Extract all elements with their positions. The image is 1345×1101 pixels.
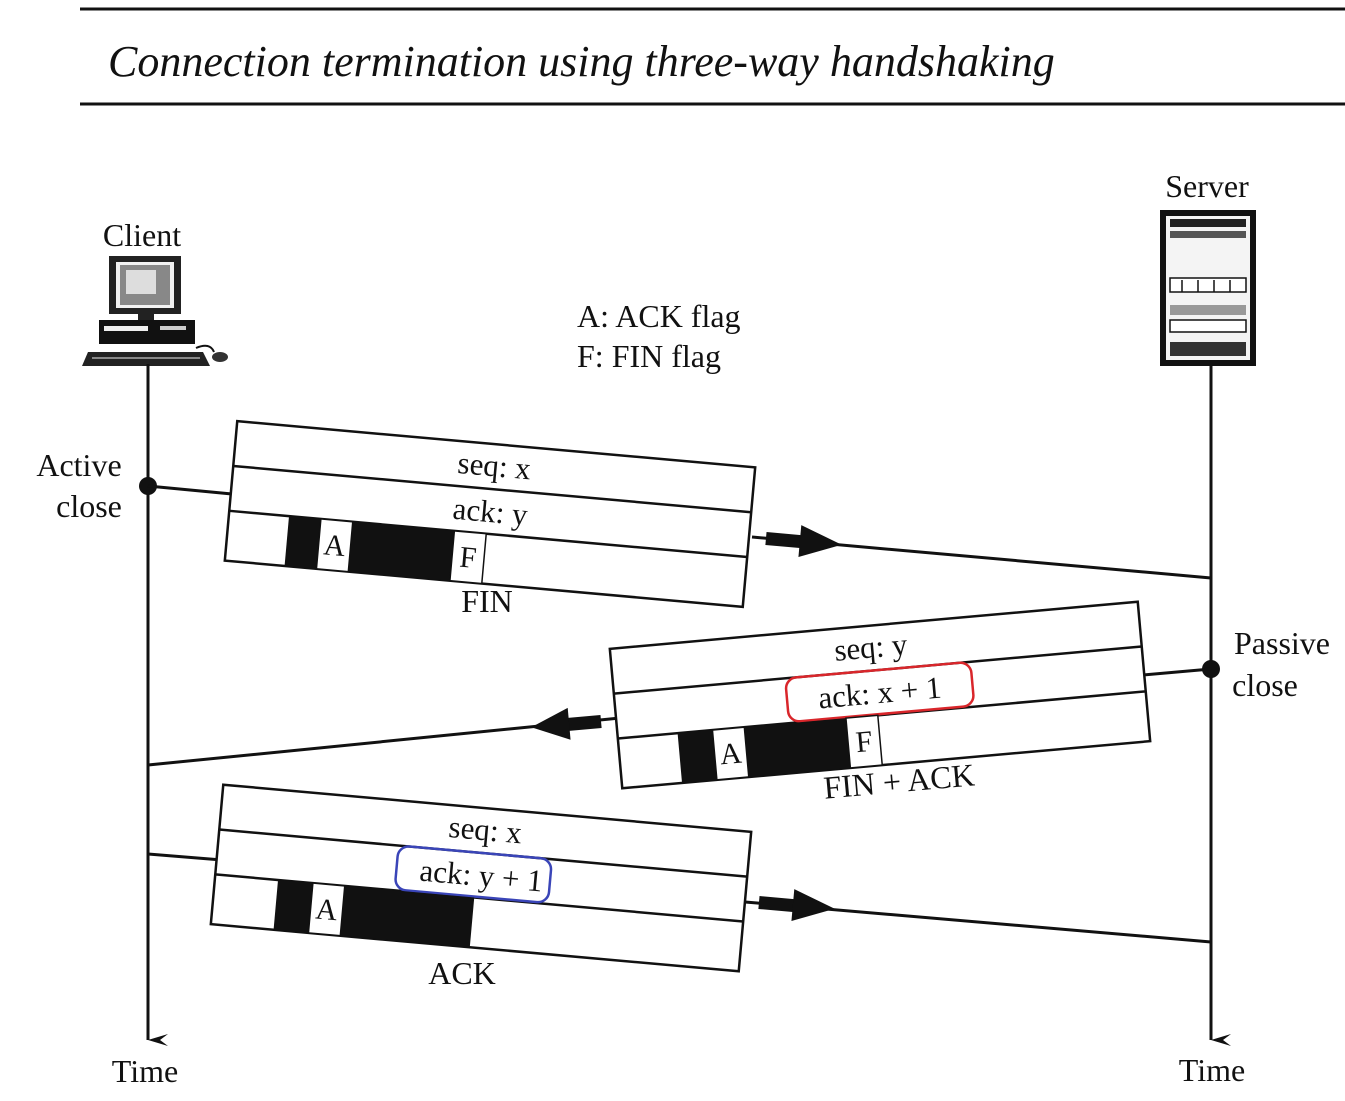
- active-close-label: close: [56, 488, 122, 524]
- ack-segment: seq: x ack: y + 1 A ACK: [147, 783, 1212, 991]
- passive-close-label: close: [1232, 667, 1298, 703]
- ack-message-line: [147, 852, 223, 862]
- fin-ack-segment-box: seq: y ack: x + 1 A F: [608, 600, 1152, 790]
- page-title: Connection termination using three-way h…: [108, 37, 1055, 86]
- fin-segment: seq: x ack: y A F FIN: [147, 419, 1212, 619]
- passive-close-label: Passive: [1234, 625, 1330, 661]
- fin-message-line: [147, 484, 233, 496]
- fin-ack-segment: seq: y ack: x + 1 A F FIN + ACK: [147, 600, 1212, 806]
- fin-ack-ack-flag: A: [718, 737, 743, 772]
- fin-ack-fin-flag: F: [854, 725, 874, 759]
- ack-direction-arrow: [758, 889, 835, 921]
- fin-ack-flag: A: [322, 528, 347, 563]
- legend-ack-flag: A: ACK flag: [577, 298, 741, 334]
- client-label: Client: [103, 217, 181, 253]
- ack-segment-box: seq: x ack: y + 1 A: [209, 783, 753, 973]
- active-close-label: Active: [36, 447, 121, 483]
- fin-ack-field: ack: y: [451, 491, 529, 533]
- server-icon: [1160, 210, 1256, 366]
- fin-ack-direction-arrow: [531, 707, 602, 740]
- fin-direction-arrow: [765, 525, 842, 557]
- server-time-label: Time: [1179, 1052, 1245, 1088]
- legend-fin-flag: F: FIN flag: [577, 338, 721, 374]
- ack-ack-highlight: [394, 845, 553, 904]
- ack-segment-name: ACK: [428, 955, 496, 991]
- fin-fin-flag: F: [458, 541, 478, 575]
- fin-segment-name: FIN: [461, 583, 513, 619]
- server-label: Server: [1165, 168, 1249, 204]
- ack-ack-flag: A: [314, 892, 339, 927]
- client-time-label: Time: [112, 1053, 178, 1089]
- fin-ack-seq-field: seq: y: [833, 626, 910, 667]
- fin-ack-ack-highlight: [784, 661, 975, 723]
- ack-seq-field: seq: x: [447, 809, 524, 850]
- client-computer-icon: [82, 256, 228, 366]
- fin-seq-field: seq: x: [456, 445, 533, 486]
- fin-ack-message-line: [1142, 667, 1212, 677]
- fin-segment-box: seq: x ack: y A F: [223, 419, 757, 609]
